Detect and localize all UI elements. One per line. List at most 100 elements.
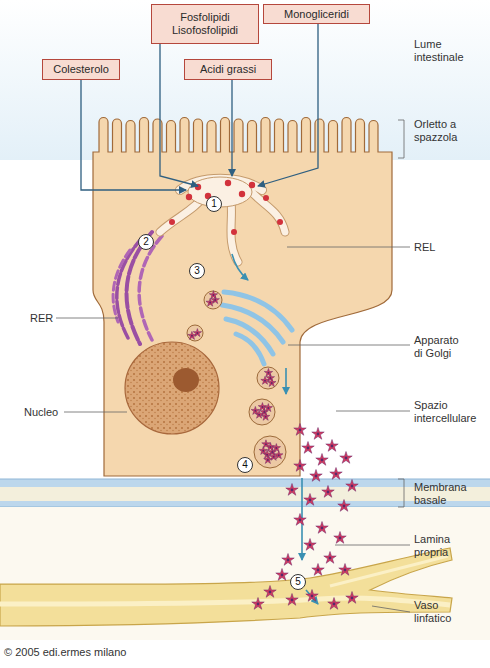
chylomicron-shape [264,455,272,463]
chylomicron-core [321,527,324,530]
chylomicron [312,427,324,439]
region-label: Vaso linfatico [414,599,464,625]
chylomicron [264,455,272,463]
chylomicron-core [258,414,260,416]
chylomicron-shape [209,291,217,299]
chylomicron-shape [316,521,328,533]
lipid-box: Fosfolipidi Lisofosfolipidi [151,4,259,44]
chylomicron-core [278,454,280,456]
chylomicron-shape [304,493,316,505]
chylomicron-core [265,443,267,445]
organelle-label: Apparato di Golgi [414,334,468,360]
chylomicron-shape [282,553,294,565]
region-label: Membrana basale [414,481,474,507]
chylomicron-shape [302,441,314,453]
chylomicron [264,404,272,412]
chylomicron [316,453,328,465]
chylomicron-core [335,473,338,476]
secretory-vesicle [257,367,279,389]
chylomicron [251,406,259,414]
rel-tube [250,190,285,232]
lymph-vessel [0,548,452,626]
transport-arrow [232,254,248,280]
chylomicron-core [273,456,275,458]
golgi-cisterna [226,319,273,354]
box-text: Acidi grassi [200,63,256,76]
chylomicron-shape [264,404,272,412]
chylomicron-core [333,603,336,606]
rer-cisterna [113,250,130,322]
chylomicron-core [271,382,273,384]
chylomicron [272,444,280,452]
callout-circle [139,235,154,250]
chylomicron [310,469,322,481]
chylomicron [294,513,306,525]
chylomicron-group [187,291,358,610]
chylomicron [261,376,269,384]
chylomicron-core [329,557,332,560]
chylomicron-core [196,332,198,334]
enterocyte [93,118,392,477]
chylomicron-shape [312,563,324,575]
chylomicron-shape [334,531,346,543]
chylomicron [326,439,338,451]
chylomicron [339,563,351,575]
secretory-vesicle [187,325,203,341]
chylomicron-shape [206,298,214,306]
secretory-vesicle [254,436,286,468]
lipid-box: Acidi grassi [184,59,272,80]
callout-circle [291,575,306,590]
chylomicron-shape [310,469,322,481]
chylomicron [346,591,358,603]
lipid-box: Colesterolo [42,59,120,80]
box-text: Monogliceridi [284,8,349,21]
chylomicron-core [257,603,260,606]
chylomicron-shape [339,563,351,575]
lipid-droplet [277,219,283,225]
chylomicron-shape [251,406,259,414]
nucleolus [173,368,199,392]
callout-number: 4 [238,458,252,472]
chylomicron-core [307,447,310,450]
chylomicron [312,563,324,575]
copyright-note: © 2005 edi.ermes milano [4,646,224,659]
callout-number: 3 [190,264,204,278]
chylomicron-core [287,559,290,562]
chylomicron [338,499,350,511]
leader-line [288,345,410,346]
chylomicron-shape [326,439,338,451]
chylomicron-core [291,599,294,602]
box-text: Colesterolo [53,63,109,76]
lumen-area [0,0,490,160]
chylomicron [262,440,270,448]
chylomicron-core [263,411,265,413]
organelle-label: Nucleo [24,406,66,419]
chylomicron [316,521,328,533]
organelle-label: REL [414,241,454,254]
chylomicron-core [261,406,263,408]
chylomicron [264,368,272,376]
chylomicron-shape [272,444,280,452]
chylomicron [286,483,298,495]
chylomicron-shape [286,483,298,495]
chylomicron [252,597,264,609]
chylomicron-core [299,519,302,522]
membrane-line [0,479,490,480]
callout-number: 1 [207,197,221,211]
callout-circle [238,458,253,473]
vessel-highlight [0,598,450,605]
leader-line [336,411,410,412]
region-label: Spazio intercellulare [414,399,486,425]
chylomicron-shape [322,485,334,497]
chylomicron-core [267,407,269,409]
chylomicron [302,441,314,453]
golgi-cisterna [222,305,283,342]
lipid-droplet [225,180,231,186]
chylomicron [330,467,342,479]
chylomicron-shape [346,479,358,491]
chylomicron [276,568,288,580]
chylomicron [282,553,294,565]
chylomicron [294,459,306,471]
